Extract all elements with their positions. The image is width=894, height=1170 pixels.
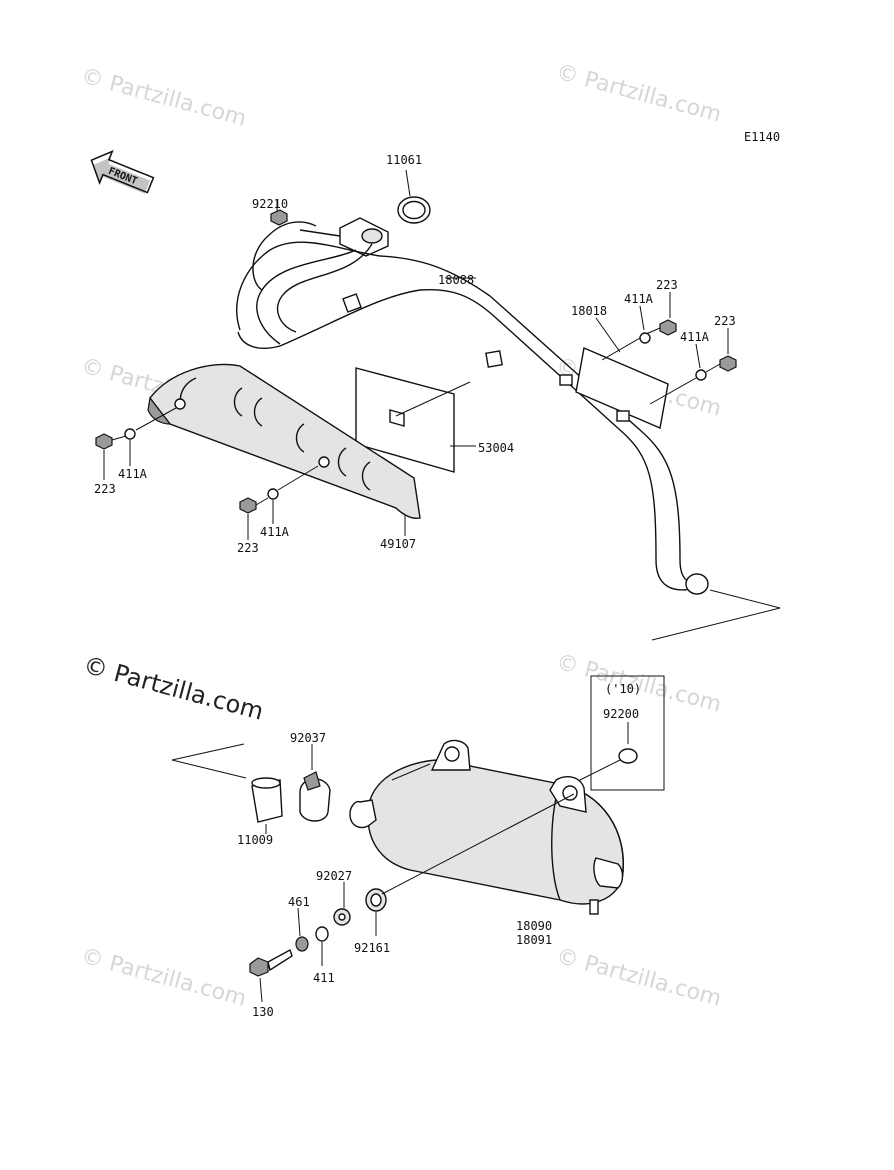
label-223-c: 223 <box>94 482 116 496</box>
gasket-11061 <box>397 169 431 224</box>
washer-411A-a <box>639 332 651 344</box>
label-92027: 92027 <box>316 869 352 883</box>
exhaust-pipe-18088 <box>236 217 709 595</box>
label-411A-d: 411A <box>260 525 290 539</box>
label-92037: 92037 <box>290 731 326 745</box>
bolt-223-c <box>95 433 127 450</box>
bolt-223-b <box>705 355 737 373</box>
washer-461 <box>295 907 309 952</box>
watermark-1: © Partzilla.com <box>78 64 248 132</box>
washer-411A-d <box>267 488 279 500</box>
washer-411A-c <box>124 428 136 440</box>
watermark-main: © Partzilla.com <box>80 651 266 726</box>
leader-pipe-end <box>651 589 781 641</box>
heat-guard-49107 <box>147 363 421 536</box>
watermark-2: © Partzilla.com <box>553 60 723 128</box>
label-411A-a: 411A <box>624 292 654 306</box>
label-130: 130 <box>252 1005 274 1019</box>
washer-92200 <box>618 748 638 764</box>
label-223-d: 223 <box>237 541 259 555</box>
front-arrow-icon: FRONT <box>90 149 155 194</box>
label-11061: 11061 <box>386 153 422 167</box>
label-92210: 92210 <box>252 197 288 211</box>
label-11009: 11009 <box>237 833 273 847</box>
label-18091: 18091 <box>516 933 552 947</box>
bolt-223-a <box>645 319 677 336</box>
label-18090: 18090 <box>516 919 552 933</box>
watermark-6: © Partzilla.com <box>78 944 248 1012</box>
label-461: 461 <box>288 895 310 909</box>
washer-411A-b <box>695 369 707 381</box>
label-18018: 18018 <box>571 304 607 318</box>
label-18088: 18088 <box>438 273 474 287</box>
grommet-92161 <box>365 793 575 936</box>
label-411: 411 <box>313 971 335 985</box>
note-box <box>590 675 665 791</box>
label-92161: 92161 <box>354 941 390 955</box>
leader-lower-left <box>171 743 247 779</box>
label-49107: 49107 <box>380 537 416 551</box>
clamp-92037 <box>299 744 331 822</box>
sleeve-11009 <box>251 777 283 834</box>
plate-53004 <box>355 367 476 473</box>
bolt-223-d <box>239 497 269 514</box>
label-411A-c: 411A <box>118 467 148 481</box>
label-411A-b: 411A <box>680 330 710 344</box>
label-92200: 92200 <box>603 707 639 721</box>
diagram-code: E1140 <box>744 130 780 144</box>
watermark-7: © Partzilla.com <box>553 944 723 1012</box>
washer-411 <box>315 926 329 966</box>
bolt-130 <box>249 948 293 1003</box>
muffler-18090 <box>349 739 624 915</box>
nut-92210 <box>270 200 288 226</box>
label-223-a: 223 <box>656 278 678 292</box>
label-10-note: ('10) <box>605 682 641 696</box>
label-223-b: 223 <box>714 314 736 328</box>
heat-plate-18018 <box>559 317 669 429</box>
label-53004: 53004 <box>478 441 514 455</box>
collar-92027 <box>333 882 351 926</box>
